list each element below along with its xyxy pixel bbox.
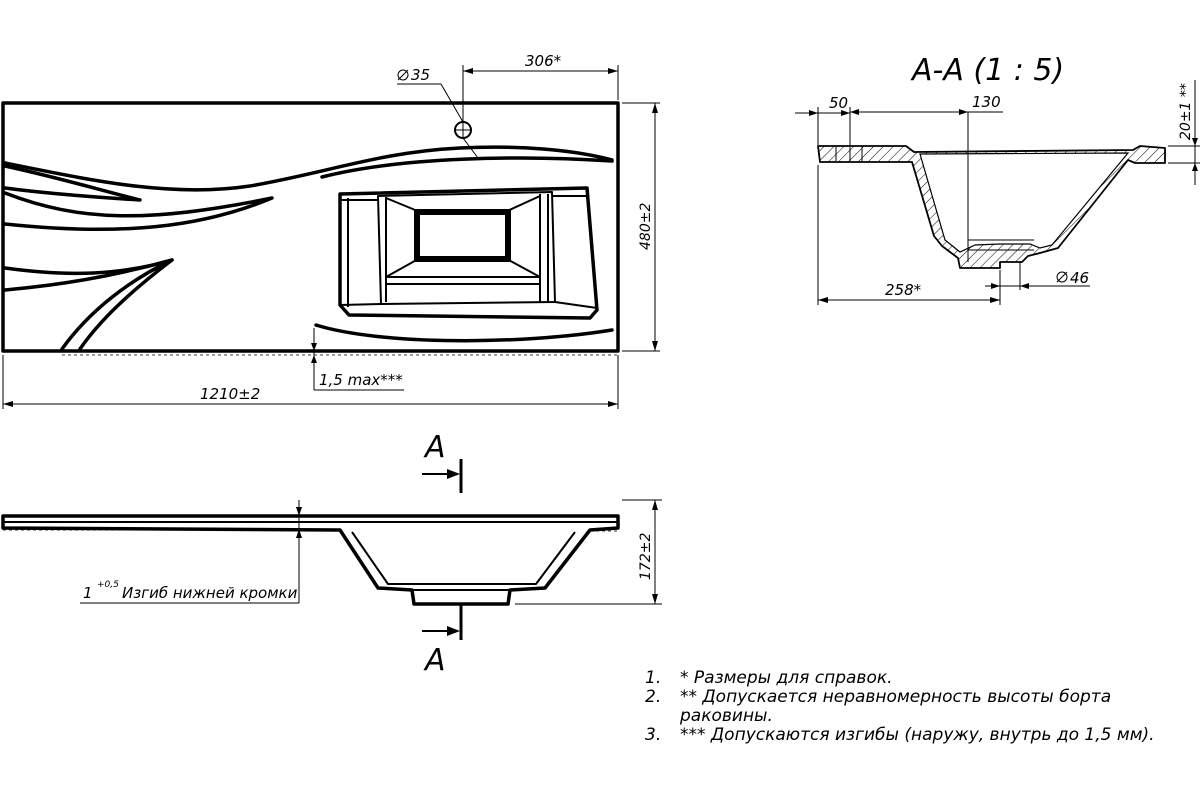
hole-offset-dimension: 306*: [462, 52, 619, 122]
diameter-icon: [1056, 271, 1068, 283]
section-view: A-A (1 : 5) 50 130: [795, 53, 1200, 305]
height-dimension: 172±2: [515, 499, 662, 605]
rim-height-label: 20±1 **: [1178, 83, 1194, 140]
note-3-text: *** Допускаются изгибы (наружу, внутрь д…: [680, 725, 1155, 745]
front-gap-dimension: 1,5 max***: [62, 328, 618, 391]
section-inner: [919, 152, 1130, 253]
drain-slot: [414, 209, 511, 262]
section-marker-bottom-label: A: [423, 643, 446, 678]
length-label: 1210±2: [200, 385, 260, 403]
section-marker-bottom: A: [422, 605, 463, 678]
depth-dimension: 130: [850, 93, 1003, 150]
width-label: 480±2: [638, 203, 654, 250]
rim-label: 50: [829, 94, 848, 112]
note-2-number: 2.: [645, 687, 661, 707]
note-3-number: 3.: [645, 725, 661, 745]
top-view: 35 306* 480±2 1210±2: [1, 52, 660, 409]
bend-dimension: 1 +0,5 Изгиб нижней кромки: [80, 500, 302, 604]
hole-diameter-label: 35: [411, 66, 430, 84]
diameter-icon: [397, 69, 409, 81]
rim-height-dimension: 20±1 **: [1168, 80, 1200, 185]
front-view: A A 172±2 1 +0,5: [1, 430, 662, 678]
section-title: A-A (1 : 5): [910, 53, 1064, 88]
bend-label: Изгиб нижней кромки: [122, 584, 298, 602]
note-1-number: 1.: [645, 668, 661, 688]
drain-diameter-label: 46: [1070, 269, 1089, 287]
wave-groove-sweep: [60, 258, 174, 351]
depth-label: 130: [972, 93, 1001, 111]
drain-diameter-dimension: 46: [985, 262, 1090, 290]
width-dimension: 480±2: [622, 102, 660, 352]
front-gap-label: 1,5 max***: [319, 371, 403, 389]
rim-dimension: 50: [795, 94, 851, 145]
section-marker-top-label: A: [423, 430, 446, 465]
note-1-text: * Размеры для справок.: [680, 668, 893, 688]
front-outline: [1, 514, 620, 606]
notes: 1. * Размеры для справок. 2. ** Допускае…: [645, 668, 1155, 745]
note-2-text: ** Допускается неравномерность высоты бо…: [680, 687, 1111, 707]
hole-offset-label: 306*: [525, 52, 562, 70]
wave-groove-left-blade: [3, 191, 274, 232]
drain-offset-label: 258*: [885, 281, 922, 299]
wave-groove-middle: [3, 164, 142, 202]
countertop-outline: [1, 101, 620, 353]
height-label: 172±2: [638, 533, 654, 580]
wave-groove-bottom: [314, 323, 614, 343]
drain-offset-dimension: 258*: [817, 165, 1001, 305]
bend-tolerance: +0,5: [97, 580, 119, 590]
bend-value: 1: [83, 584, 93, 602]
bowl-facet: [339, 303, 382, 306]
section-marker-top: A: [422, 430, 463, 493]
length-dimension: 1210±2: [2, 355, 619, 409]
bowl-inner: [377, 191, 556, 305]
wave-groove-right: [320, 156, 614, 179]
bowl-facet: [554, 301, 598, 309]
wave-groove-upper: [3, 145, 614, 192]
note-2-continuation: раковины.: [679, 706, 773, 726]
hole-diameter-dimension: 35: [397, 66, 479, 159]
